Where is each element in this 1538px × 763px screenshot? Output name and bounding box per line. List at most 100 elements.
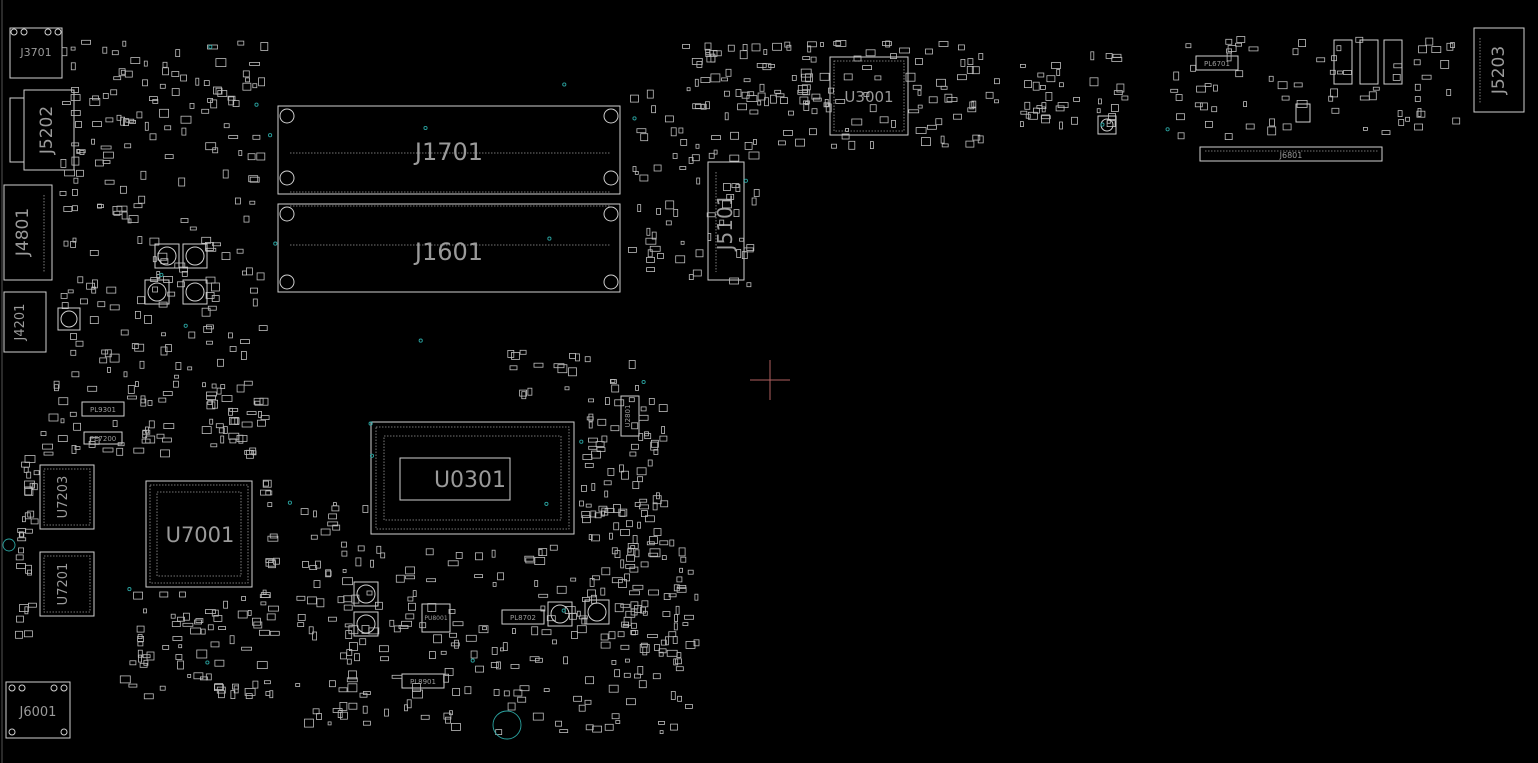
connector-j6001[interactable]: J6001: [5, 681, 71, 739]
smd-pad: [1020, 110, 1028, 115]
smd-pad: [626, 520, 633, 528]
smd-pad: [1267, 126, 1277, 136]
smd-pad: [521, 391, 527, 400]
smd-pad: [70, 240, 76, 248]
chip-u7001[interactable]: U7001: [145, 480, 253, 588]
part-pe7200[interactable]: PE7200: [83, 431, 123, 445]
smd-pad: [645, 515, 655, 523]
smd-pad: [181, 127, 187, 136]
smd-pad: [533, 362, 544, 368]
smd-pad: [646, 89, 654, 99]
smd-pad: [631, 630, 636, 636]
smd-pad: [201, 426, 212, 435]
chip-u3001[interactable]: U3001: [829, 56, 909, 136]
inductor-pl9301[interactable]: PL9301: [81, 401, 125, 417]
smd-pad: [236, 384, 245, 393]
smd-pad: [204, 609, 216, 614]
smd-pad: [651, 105, 656, 114]
smd-pad: [222, 169, 229, 179]
inductor-pl6701[interactable]: PL6701: [1195, 55, 1239, 71]
smd-pad: [1245, 123, 1255, 130]
smd-pad: [475, 552, 483, 561]
smd-pad: [603, 480, 612, 486]
smd-pad: [669, 539, 675, 547]
connector-j3701[interactable]: J3701: [9, 27, 63, 79]
connector-j5203[interactable]: J5203: [1473, 27, 1525, 113]
smd-pad: [312, 708, 320, 715]
smd-pad: [1071, 116, 1078, 125]
smd-pad: [72, 188, 78, 196]
chip-u0301[interactable]: U0301: [370, 421, 575, 535]
smd-pad: [510, 664, 520, 669]
smd-pad: [116, 114, 122, 121]
smd-pad: [845, 127, 849, 132]
vias: [2, 44, 1170, 740]
smd-pad: [54, 384, 59, 392]
smd-pad: [450, 723, 461, 731]
label-j5202: J5202: [37, 106, 57, 155]
smd-pad: [665, 220, 672, 226]
smd-pad: [915, 127, 927, 134]
smd-pad: [158, 397, 167, 403]
smd-pad: [228, 432, 240, 440]
smd-pad: [677, 695, 682, 702]
connector-j6801[interactable]: J6801: [1199, 146, 1383, 162]
smd-pad: [646, 267, 655, 273]
via: [632, 116, 637, 121]
connector-j4201[interactable]: J4201: [3, 291, 47, 353]
smd-pad: [162, 61, 168, 68]
smd-pad: [595, 441, 605, 448]
smd-pad: [1024, 101, 1031, 110]
chip-u7201[interactable]: U7201: [39, 551, 95, 617]
smd-pad: [540, 605, 546, 612]
inductor-pl8702[interactable]: PL8702: [501, 609, 545, 625]
smd-pad: [201, 236, 212, 244]
connector-j5202[interactable]: J5202: [9, 89, 75, 171]
smd-pad: [113, 76, 122, 81]
smd-pad: [205, 291, 215, 299]
smd-pad: [737, 103, 747, 111]
smd-pad: [228, 135, 239, 139]
smd-pad: [1235, 70, 1244, 78]
smd-pad: [1329, 69, 1336, 75]
smd-pad: [223, 123, 230, 129]
connector-j4801[interactable]: J4801: [3, 184, 53, 281]
label-j3701: J3701: [19, 46, 51, 59]
smd-pad: [727, 44, 735, 52]
smd-pad: [1224, 133, 1233, 141]
connector-j5101[interactable]: J5101: [707, 161, 745, 281]
inductor-pl8901[interactable]: PL8901: [401, 673, 445, 689]
connector-j1601[interactable]: J1601: [277, 203, 621, 293]
smd-pad: [1211, 106, 1218, 113]
smd-pad: [665, 200, 675, 210]
smd-pad: [694, 78, 699, 87]
smd-pad: [807, 45, 812, 53]
smd-pad: [1268, 75, 1274, 82]
smd-pad: [195, 77, 200, 86]
smd-pad: [1425, 37, 1434, 46]
smd-pad: [272, 557, 280, 565]
chip-u7203[interactable]: U7203: [39, 464, 95, 530]
smd-pad: [694, 593, 699, 601]
smd-pad: [412, 689, 423, 699]
smd-pad: [256, 661, 268, 669]
smd-pad: [229, 346, 237, 352]
smd-pad: [1281, 95, 1290, 101]
label-j4201: J4201: [13, 304, 28, 342]
smd-pad: [25, 564, 32, 574]
smd-pad: [696, 177, 701, 185]
smd-pad: [917, 104, 923, 109]
smd-pad: [237, 40, 245, 46]
smd-pad: [1059, 82, 1064, 88]
smd-pad: [524, 555, 535, 562]
smd-pad: [705, 101, 710, 110]
smd-pad: [772, 42, 782, 51]
smd-pad: [584, 462, 594, 468]
connector-j1701[interactable]: J1701: [277, 105, 621, 195]
smd-pad: [146, 651, 155, 661]
smd-pad: [149, 133, 157, 141]
smd-pad: [686, 87, 691, 92]
smd-pad: [426, 578, 437, 583]
smd-pad: [267, 502, 273, 508]
